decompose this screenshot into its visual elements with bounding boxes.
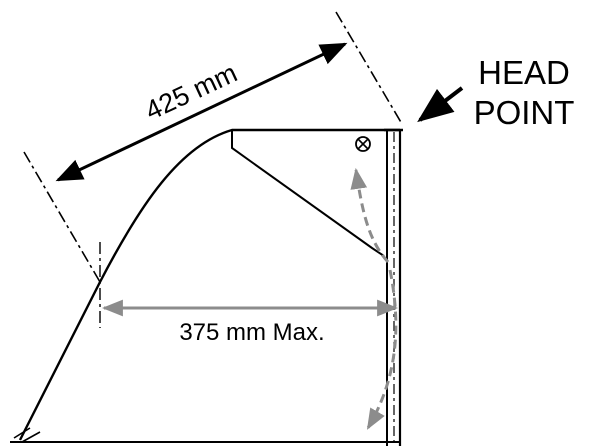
dimension-arrow-425: [55, 42, 348, 182]
luff-measure-curve-lower: [366, 269, 398, 430]
head-point-arrow: [417, 86, 464, 123]
construction-line-right: [335, 11, 403, 125]
head-point-label-line1: HEAD: [478, 54, 570, 91]
dimension-label-375: 375 mm Max.: [179, 319, 324, 346]
sail-leech-outline: [18, 128, 400, 441]
luff-measure-curve-upper: [350, 167, 390, 264]
clew-hatch-icon: [13, 427, 41, 443]
construction-line-left: [23, 151, 101, 283]
circled-cross-icon: [355, 136, 371, 152]
head-point-label-line2: POINT: [474, 94, 575, 131]
